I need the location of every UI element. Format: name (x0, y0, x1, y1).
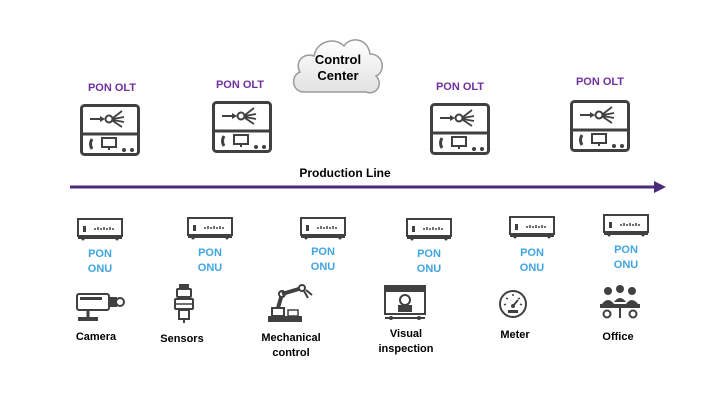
meter-icon (499, 290, 527, 318)
onu-label-line2: ONU (87, 263, 113, 275)
onu-label-line1: PON (198, 247, 222, 259)
device-label-line2: inspection (378, 343, 434, 355)
device-label-line1: Mechanical (261, 332, 321, 344)
onu-label-line2: ONU (310, 261, 336, 273)
onu-label-line1: PON (311, 246, 335, 258)
cloud-title-line1: Control (314, 52, 362, 67)
device-label-office: Office (568, 330, 668, 345)
device-label-line1: Meter (500, 329, 530, 341)
onu-device-icon (603, 214, 649, 237)
olt-device-icon (430, 103, 490, 155)
device-label-camera: Camera (46, 330, 146, 345)
control-center-cloud: Control Center (288, 30, 388, 102)
olt-device-icon (570, 100, 630, 152)
onu-device-icon (187, 217, 233, 240)
device-label-mechanical-control: Mechanical control (241, 331, 341, 361)
device-label-visual-inspection: Visual inspection (356, 327, 456, 357)
olt-label-1: PON OLT (87, 82, 137, 94)
olt-label-3: PON OLT (435, 81, 485, 93)
onu-label-line2: ONU (613, 259, 639, 271)
onu-device-icon (300, 217, 346, 240)
production-line-arrow (70, 181, 666, 193)
device-label-sensors: Sensors (132, 332, 232, 347)
device-label-line1: Camera (75, 331, 117, 343)
onu-label-line1: PON (88, 248, 112, 260)
onu-label-line2: ONU (416, 263, 442, 275)
onu-device-icon (406, 218, 452, 241)
device-label-line1: Sensors (160, 333, 204, 345)
cloud-icon (292, 39, 383, 94)
olt-device-icon (212, 101, 272, 153)
onu-device-icon (509, 216, 555, 239)
device-label-line2: control (272, 347, 310, 359)
onu-label-1: PON ONU (75, 247, 125, 277)
olt-label-4: PON OLT (575, 76, 625, 88)
sensor-icon (174, 284, 194, 323)
device-label-meter: Meter (465, 328, 565, 343)
onu-label-5: PON ONU (507, 246, 557, 276)
olt-device-icon (80, 104, 140, 156)
production-line-label: Production Line (299, 166, 391, 180)
office-icon (600, 285, 640, 319)
onu-label-line1: PON (520, 247, 544, 259)
onu-label-line1: PON (417, 248, 441, 260)
cloud-title-line2: Center (317, 68, 359, 83)
camera-icon (76, 293, 125, 321)
robot-arm-icon (268, 284, 313, 322)
onu-label-4: PON ONU (404, 247, 454, 277)
onu-label-line2: ONU (197, 262, 223, 274)
onu-device-icon (77, 218, 123, 241)
onu-label-line1: PON (614, 244, 638, 256)
onu-label-line2: ONU (519, 262, 545, 274)
inspection-icon (384, 285, 426, 320)
device-label-line1: Visual (389, 328, 423, 340)
onu-label-3: PON ONU (298, 245, 348, 275)
device-label-line1: Office (602, 331, 634, 343)
onu-label-6: PON ONU (601, 243, 651, 273)
onu-label-2: PON ONU (185, 246, 235, 276)
olt-label-2: PON OLT (215, 79, 265, 91)
